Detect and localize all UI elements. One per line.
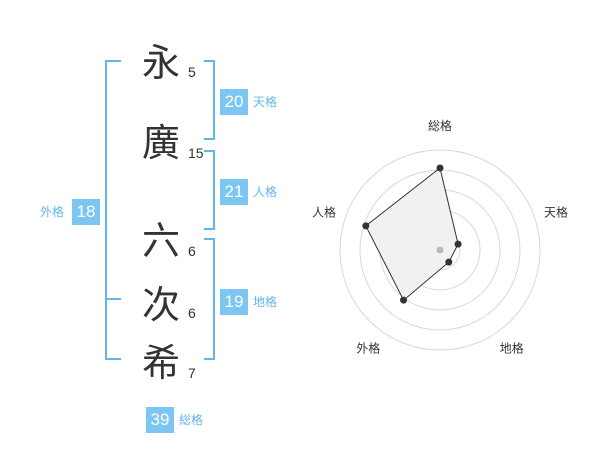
character-2: 廣	[141, 121, 180, 165]
soukaku-label: 総格	[179, 413, 204, 427]
radar-axis-label-1: 総格	[428, 118, 452, 133]
soukaku-value-badge: 39	[146, 407, 174, 433]
radar-axis-label-3: 地格	[500, 341, 524, 356]
tenkaku-value-badge: 20	[220, 89, 248, 115]
radar-series-polygon	[365, 167, 459, 301]
radar-point-4	[400, 296, 408, 304]
radar-point-2	[454, 240, 462, 248]
character-3: 六	[141, 219, 180, 263]
radar-axis-label-2: 天格	[544, 204, 568, 219]
chikaku-label: 地格	[253, 295, 278, 309]
radar-axis-label-4: 外格	[356, 341, 380, 356]
radar-point-5	[362, 222, 370, 230]
gaikaku-label: 外格	[40, 205, 65, 219]
radar-axis-label-5: 人格	[312, 204, 336, 219]
tenkaku-label: 天格	[253, 95, 278, 109]
radar-point-1	[436, 164, 444, 172]
stroke-count-2: 15	[188, 145, 204, 161]
stroke-count-3: 6	[188, 243, 196, 259]
jinkaku-label: 人格	[253, 185, 278, 199]
chikaku-value-badge: 19	[220, 289, 248, 315]
radar-center-dot	[436, 246, 444, 254]
radar-point-3	[445, 258, 453, 266]
character-5: 希	[141, 341, 180, 385]
character-4: 次	[141, 283, 180, 327]
character-1: 永	[141, 41, 180, 85]
stroke-count-5: 7	[188, 365, 196, 381]
stroke-count-4: 6	[188, 305, 196, 321]
stroke-count-1: 5	[188, 64, 196, 80]
jinkaku-value-badge: 21	[220, 179, 248, 205]
gaikaku-value-badge: 18	[72, 199, 100, 225]
radar-grid-ring-5	[339, 149, 541, 351]
